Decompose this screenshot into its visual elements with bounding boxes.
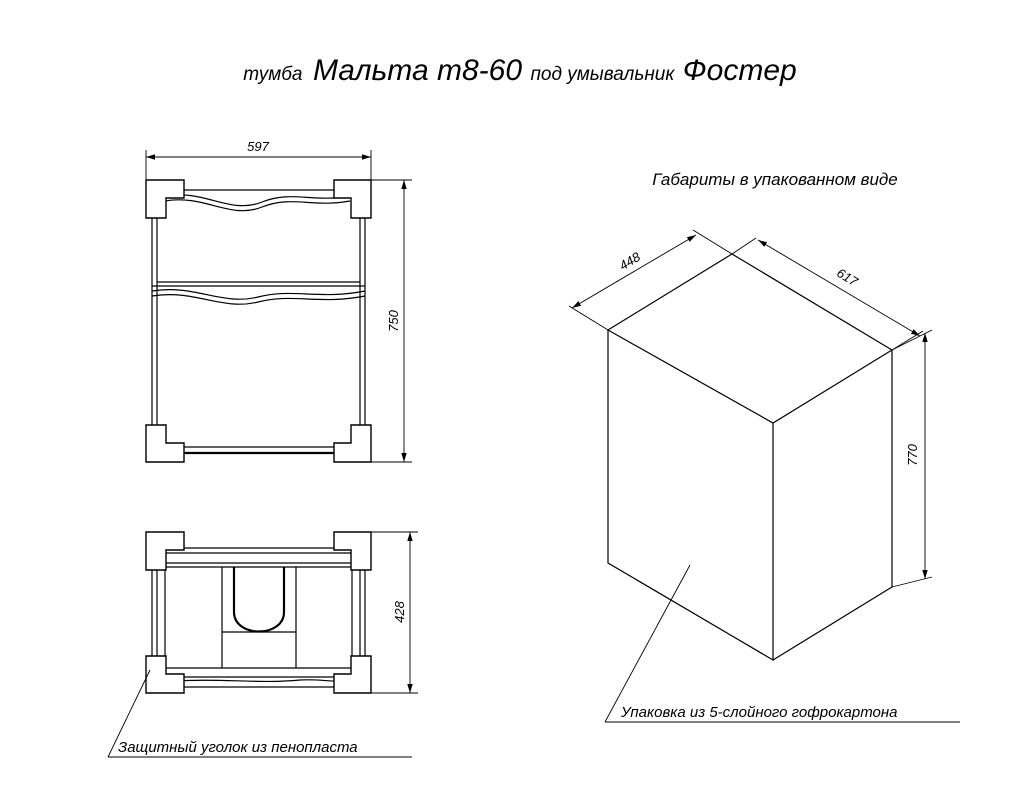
dimension-width-597: 597 bbox=[145, 139, 372, 180]
foam-corner-bottom-left bbox=[145, 655, 185, 694]
top-cabinet-outline bbox=[151, 547, 366, 675]
foam-corner-callout: Защитный уголок из пенопласта bbox=[107, 669, 412, 758]
divider-rail bbox=[152, 281, 365, 287]
depth-label: 428 bbox=[392, 600, 407, 622]
foam-corner-bottom-left bbox=[145, 424, 185, 463]
package-heading: Габариты в упакованном виде bbox=[652, 170, 898, 189]
page-title: тумба Мальта т8-60 под умывальник Фостер bbox=[243, 54, 796, 87]
package-view: Габариты в упакованном виде 448 617 770 bbox=[568, 170, 960, 723]
top-view-front-edge bbox=[170, 676, 348, 688]
bottom-drawer bbox=[151, 289, 366, 305]
package-width-label: 617 bbox=[834, 265, 861, 289]
dimension-package-height-770: 770 bbox=[891, 329, 933, 588]
width-label: 597 bbox=[247, 139, 269, 154]
foam-corner-top-right bbox=[333, 531, 372, 571]
dimension-package-width-617: 617 bbox=[731, 237, 924, 351]
foam-corner-top-right bbox=[333, 179, 372, 219]
packaging-callout: Упаковка из 5-слойного гофрокартона bbox=[604, 564, 960, 723]
dimension-package-depth-448: 448 bbox=[568, 229, 733, 331]
dimension-depth-428: 428 bbox=[371, 531, 418, 694]
foam-corner-top-left bbox=[145, 179, 185, 219]
top-view: 428 Защитный уголок из пенопласта bbox=[107, 531, 418, 758]
foam-corner-bottom-right bbox=[333, 424, 372, 463]
height-label: 750 bbox=[386, 309, 401, 331]
siphon-cutout bbox=[165, 567, 352, 669]
package-height-label: 770 bbox=[905, 443, 920, 465]
packaging-callout-text: Упаковка из 5-слойного гофрокартона bbox=[620, 704, 897, 721]
front-view: 597 750 bbox=[145, 139, 412, 463]
front-cabinet-outline bbox=[151, 195, 366, 455]
top-drawer bbox=[164, 189, 351, 212]
foam-corner-bottom-right bbox=[333, 655, 372, 694]
package-box bbox=[606, 253, 894, 662]
foam-corner-top-left bbox=[145, 531, 185, 571]
foam-corner-callout-text: Защитный уголок из пенопласта bbox=[118, 739, 358, 756]
dimension-height-750: 750 bbox=[371, 179, 412, 463]
package-depth-label: 448 bbox=[617, 249, 644, 273]
